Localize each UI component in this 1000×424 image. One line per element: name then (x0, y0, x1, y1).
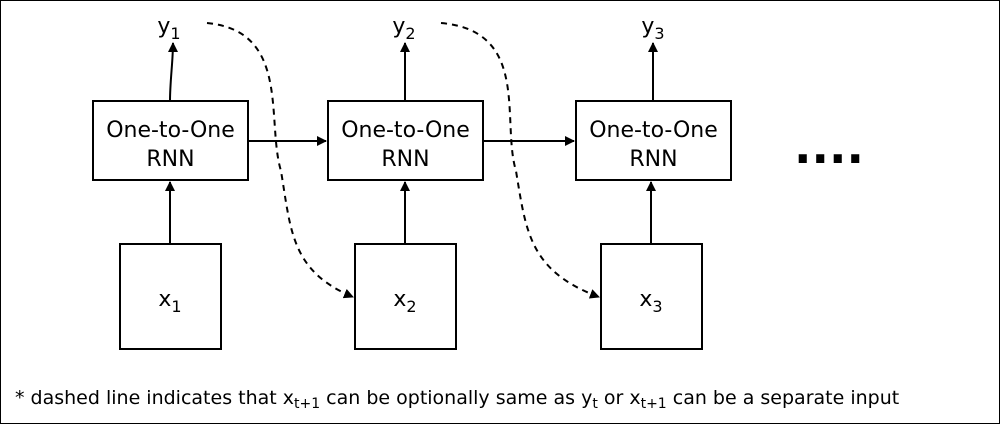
rnn-node-1-line2: RNN (146, 147, 194, 172)
continuation-dots: .... (794, 120, 864, 174)
input-node-3: x3 (600, 243, 703, 350)
rnn-node-3: One-to-One RNN (575, 100, 732, 181)
rnn-node-1-line1: One-to-One (106, 118, 235, 143)
rnn-node-3-line2: RNN (629, 147, 677, 172)
output-label-2: y2 (392, 14, 415, 43)
dashed-arrow-y2-x3 (440, 22, 600, 299)
rnn-node-1: One-to-One RNN (92, 100, 249, 181)
output-label-1: y1 (157, 14, 180, 43)
footnote: * dashed line indicates that xt+1 can be… (15, 387, 900, 412)
rnn-node-2-line2: RNN (381, 147, 429, 172)
output-arrow-1 (167, 42, 178, 102)
output-label-3: y3 (641, 14, 664, 43)
input-label-1: x1 (158, 287, 181, 316)
input-node-2: x2 (354, 243, 457, 350)
input-node-1: x1 (119, 243, 222, 350)
rnn-node-2: One-to-One RNN (327, 100, 484, 181)
input-label-2: x2 (393, 287, 416, 316)
input-label-3: x3 (639, 287, 662, 316)
rnn-node-3-line1: One-to-One (589, 118, 718, 143)
dashed-arrow-y1-x2 (206, 22, 354, 299)
rnn-node-2-line1: One-to-One (341, 118, 470, 143)
